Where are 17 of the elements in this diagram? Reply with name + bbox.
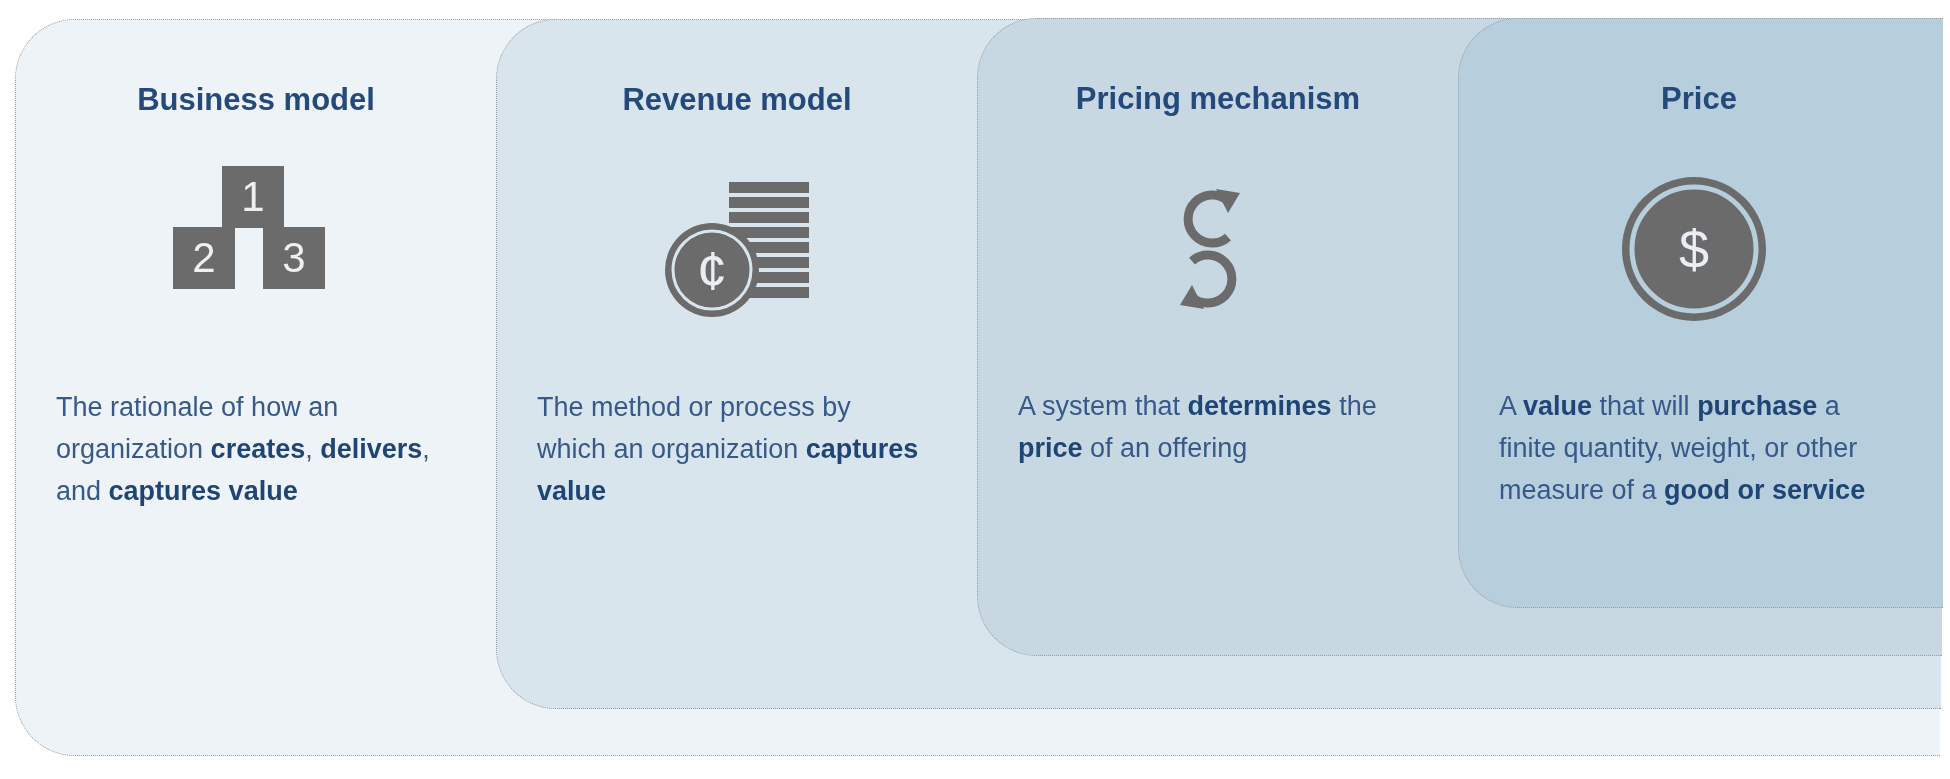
numbered-block: 2: [173, 227, 235, 289]
numbered-block: 3: [263, 227, 325, 289]
description-text: A value that will purchase a finite quantity, weight, or other measure of a good or service: [1499, 389, 1867, 507]
currency-symbol: ¢: [695, 239, 728, 300]
nested-panel: [15, 19, 1940, 756]
panel-title: Business model: [136, 82, 376, 118]
panel-title: Revenue model: [621, 81, 853, 118]
nested-panel: [496, 18, 1941, 709]
description-text: The rationale of how an organization creates, delivers, and captures value: [56, 391, 431, 508]
nested-panel: [977, 18, 1942, 656]
description-text: A system that determines the price of an offering: [1018, 390, 1378, 465]
panel-title: Price: [1660, 80, 1738, 117]
nested-panel: [1458, 17, 1943, 608]
panel-title: Pricing mechanism: [1074, 81, 1362, 117]
numbered-block: 1: [222, 166, 284, 228]
currency-symbol: $: [1677, 218, 1710, 279]
description-text: The method or process by which an organization captures value: [537, 390, 920, 508]
